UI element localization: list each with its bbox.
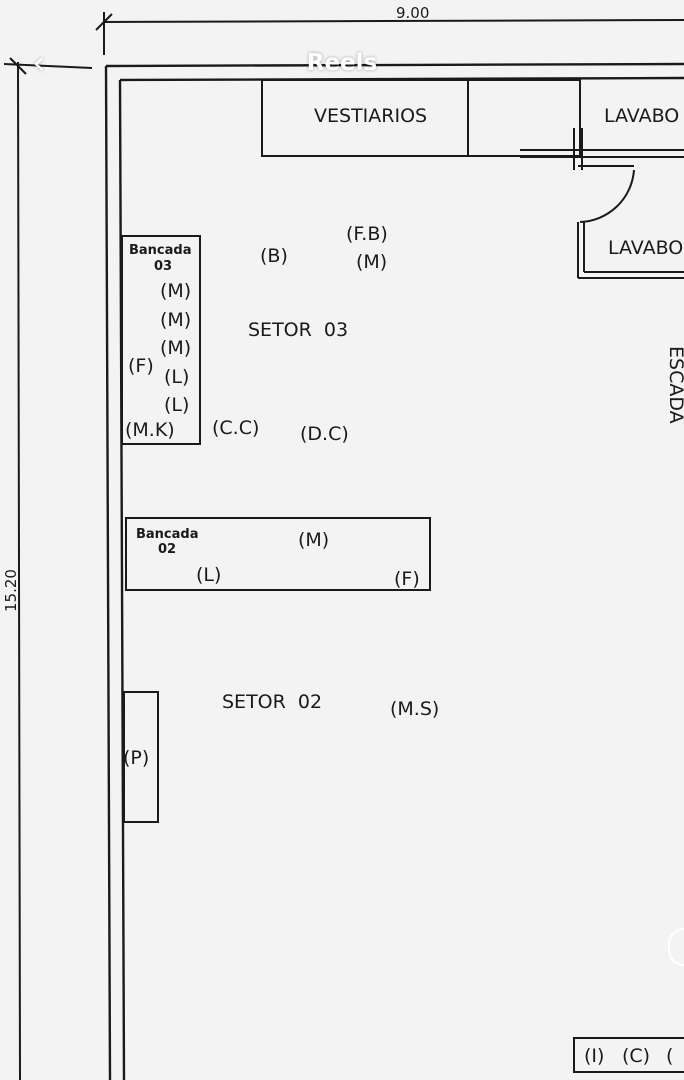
bancada-03-item: (M): [160, 309, 191, 331]
bancada-03-item: (L): [164, 394, 189, 416]
marker-p: (P): [123, 747, 149, 769]
marker-cc: (C.C): [212, 417, 259, 439]
bancada-02-item: (L): [196, 564, 221, 586]
marker-m-top: (M): [356, 251, 387, 273]
room-label-vestiarios: VESTIARIOS: [314, 105, 427, 127]
room-label-lavabo-side: LAVABO: [608, 237, 683, 259]
bancada-02-item: (F): [394, 568, 420, 590]
bancada-03-number: 03: [154, 259, 172, 274]
bottom-box-item: (I): [584, 1045, 604, 1067]
box-p: [123, 691, 159, 823]
sector-02-label: SETOR 02: [222, 691, 322, 713]
dimension-height-label: 15.20: [2, 569, 20, 612]
room-label-escada: ESCADA: [665, 346, 684, 424]
marker-ms: (M.S): [390, 698, 439, 720]
room-label-lavabo-top: LAVABO: [604, 105, 679, 127]
lavabo-side-room: [577, 165, 684, 279]
chevron-left-icon[interactable]: ‹: [32, 43, 46, 83]
bottom-box: [573, 1037, 684, 1073]
bancada-02-item: (M): [298, 529, 329, 551]
sector-03-label: SETOR 03: [248, 319, 348, 341]
bottom-box-item: (: [666, 1045, 673, 1067]
marker-b: (B): [260, 245, 288, 267]
bancada-03-item: (M): [160, 337, 191, 359]
bancada-03-item: (L): [164, 366, 189, 388]
bancada-03: [121, 235, 201, 445]
bancada-02-title: Bancada: [136, 527, 199, 542]
marker-fb: (F.B): [346, 223, 388, 245]
bancada-02-number: 02: [158, 542, 176, 557]
dimension-width: [95, 12, 684, 55]
bancada-03-item: (M): [160, 280, 191, 302]
bancada-03-title: Bancada: [129, 243, 192, 258]
dimension-width-label: 9.00: [396, 4, 429, 22]
bottom-box-item: (C): [622, 1045, 650, 1067]
marker-dc: (D.C): [300, 423, 349, 445]
dimension-height: [3, 57, 93, 1080]
restroom-block: [261, 78, 684, 170]
bancada-03-item: (M.K): [125, 419, 175, 441]
bancada-02: [125, 517, 431, 591]
bancada-03-item: (F): [128, 355, 154, 377]
